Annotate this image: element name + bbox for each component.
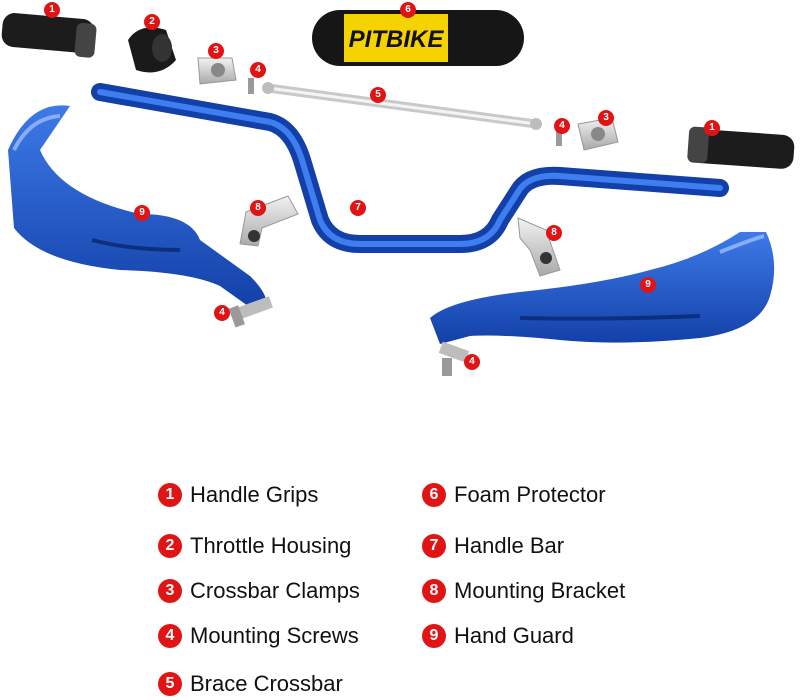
callout-clamp-right: 3 <box>598 110 614 126</box>
legend-item-hand-guard: 9 Hand Guard <box>422 621 574 651</box>
callout-handle-bar: 7 <box>350 200 366 216</box>
legend-number: 9 <box>422 624 446 648</box>
legend-item-mounting-screws: 4 Mounting Screws <box>158 621 359 651</box>
legend-number: 8 <box>422 579 446 603</box>
mounting-screw-small-right <box>556 130 562 146</box>
legend-item-crossbar-clamps: 3 Crossbar Clamps <box>158 576 360 606</box>
legend-label: Crossbar Clamps <box>190 578 360 603</box>
handle-grip-left <box>1 13 97 58</box>
callout-foam-protector: 6 <box>400 2 416 18</box>
legend-number: 2 <box>158 534 182 558</box>
legend-label: Brace Crossbar <box>190 671 343 696</box>
legend-label: Throttle Housing <box>190 533 352 558</box>
legend-item-mounting-bracket: 8 Mounting Bracket <box>422 576 625 606</box>
throttle-housing <box>128 27 176 73</box>
hand-guard-right <box>430 232 775 344</box>
legend-item-foam-protector: 6 Foam Protector <box>422 480 606 510</box>
callout-throttle-housing: 2 <box>144 14 160 30</box>
legend-item-handle-grips: 1 Handle Grips <box>158 480 318 510</box>
legend-label: Foam Protector <box>454 482 606 507</box>
legend-item-brace-crossbar: 5 Brace Crossbar <box>158 669 343 699</box>
crossbar-clamp-left <box>197 57 237 85</box>
legend-item-throttle-housing: 2 Throttle Housing <box>158 531 351 561</box>
legend-number: 4 <box>158 624 182 648</box>
crossbar-clamp-right <box>577 117 619 151</box>
foam-protector: PITBIKE <box>312 10 524 66</box>
brace-crossbar <box>262 82 542 130</box>
mounting-screw-small-left <box>248 78 254 94</box>
legend-number: 1 <box>158 483 182 507</box>
callout-bracket-right: 8 <box>546 225 562 241</box>
callout-screw-right: 4 <box>464 354 480 370</box>
legend-label: Handle Grips <box>190 482 319 507</box>
callout-grip-right: 1 <box>704 120 720 136</box>
legend-label: Mounting Bracket <box>454 578 626 603</box>
callout-screw-left: 4 <box>214 305 230 321</box>
mounting-bracket-left <box>239 195 299 247</box>
callout-bracket-left: 8 <box>250 200 266 216</box>
legend-number: 6 <box>422 483 446 507</box>
callout-clamp-left: 3 <box>208 43 224 59</box>
legend-label: Hand Guard <box>454 623 574 648</box>
hand-guard-left <box>8 105 267 308</box>
handle-grip-right <box>687 126 795 169</box>
callout-screw-small-left: 4 <box>250 62 266 78</box>
callout-screw-small-right: 4 <box>554 118 570 134</box>
foam-brand-text: PITBIKE <box>349 26 445 53</box>
mounting-screw-right <box>438 341 470 376</box>
handlebar-kit-illustration: PITBIKE <box>1 10 795 376</box>
legend-label: Handle Bar <box>454 533 565 558</box>
legend-number: 5 <box>158 672 182 696</box>
callout-hand-guard-left: 9 <box>134 205 150 221</box>
callout-grip-left: 1 <box>44 2 60 18</box>
handle-bar <box>91 83 729 253</box>
legend-item-handle-bar: 7 Handle Bar <box>422 531 564 561</box>
legend-number: 3 <box>158 579 182 603</box>
legend-number: 7 <box>422 534 446 558</box>
callout-brace-crossbar: 5 <box>370 87 386 103</box>
callout-hand-guard-right: 9 <box>640 277 656 293</box>
legend-label: Mounting Screws <box>190 623 359 648</box>
mounting-screw-left <box>228 296 273 328</box>
